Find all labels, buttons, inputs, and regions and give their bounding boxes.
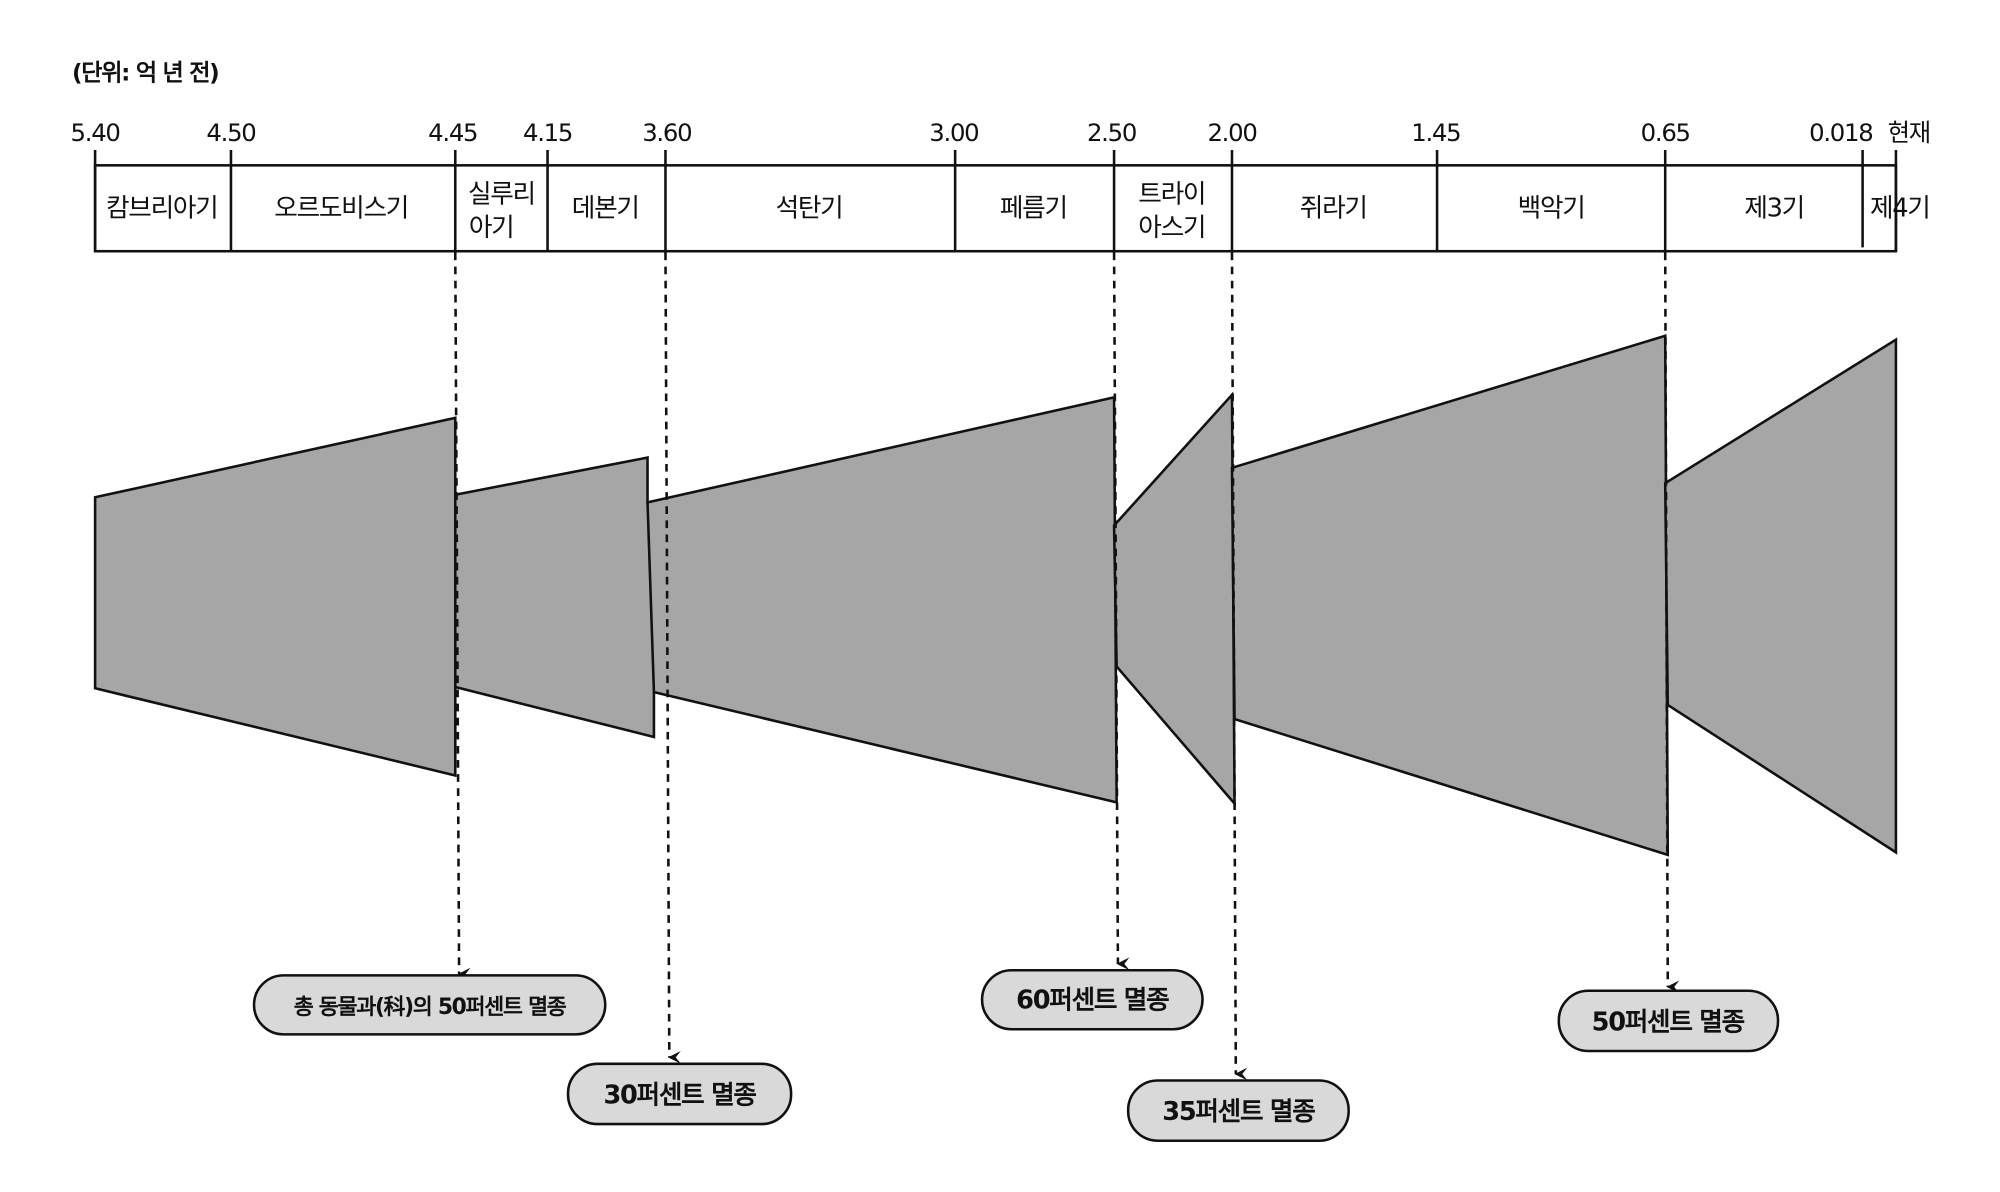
period-devonian: 데본기 [572, 194, 639, 224]
tick-label: 3.00 [929, 118, 978, 147]
period-quaternary: 제4기 [1870, 194, 1930, 224]
extinction-arrow [1112, 252, 1130, 971]
extinction-label: 60퍼센트 멸종 [1016, 986, 1169, 1016]
tick-label: 4.15 [523, 118, 572, 147]
tick-label: 1.45 [1411, 118, 1460, 147]
period-cambrian: 캄브리아기 [106, 194, 217, 224]
extinction-label-pill [980, 968, 1204, 1031]
extinction-label-pill [566, 1062, 793, 1126]
diversity-segment [453, 456, 656, 739]
period-silurian: 실루리 [468, 180, 535, 210]
period-silurian: 아기 [469, 213, 514, 243]
period-cretaceous: 백악기 [1518, 194, 1585, 224]
extinction-arrow [664, 252, 681, 1064]
diversity-segment [93, 416, 457, 778]
extinction-label-pill [252, 974, 607, 1036]
tick-label: 5.40 [71, 118, 120, 147]
diversity-shape [93, 334, 1898, 857]
extinction-label: 총 동물과(科)의 50퍼센트 멸종 [294, 995, 567, 1020]
diversity-segment [1112, 391, 1236, 808]
period-ordovician: 오르도비스기 [274, 194, 408, 224]
tick-label: 4.50 [206, 118, 255, 147]
period-carboniferous: 석탄기 [776, 194, 843, 224]
period-jurassic: 쥐라기 [1300, 194, 1367, 224]
extinction-arrow [1663, 252, 1680, 994]
extinction-arrow [1230, 252, 1248, 1081]
tick-label: 2.00 [1207, 118, 1256, 147]
extinction-label-pill [1557, 989, 1780, 1053]
period-triassic: 아스기 [1138, 213, 1205, 243]
diversity-segment [646, 395, 1118, 804]
tick-label: 현재 [1888, 118, 1930, 147]
diversity-segment [1230, 334, 1670, 857]
extinction-label: 30퍼센트 멸종 [603, 1081, 756, 1111]
diversity-segment [1663, 337, 1898, 855]
tick-label: 0.65 [1641, 118, 1690, 147]
tick-label: 3.60 [642, 118, 691, 147]
period-permian: 페름기 [1000, 194, 1067, 224]
tick-label: 4.45 [428, 118, 477, 147]
period-tertiary: 제3기 [1744, 194, 1804, 224]
extinction-arrow [453, 252, 471, 981]
extinction-label: 50퍼센트 멸종 [1592, 1008, 1745, 1038]
extinction-label: 35퍼센트 멸종 [1162, 1097, 1315, 1127]
unit-label: (단위: 억 년 전) [72, 61, 218, 87]
tick-label: 2.50 [1087, 118, 1136, 147]
period-triassic: 트라이 [1138, 180, 1205, 210]
time-axis: 5.40 4.50 4.45 4.15 3.60 3.00 2.50 2.00 … [71, 118, 1931, 253]
extinction-label-pill [1126, 1079, 1350, 1143]
tick-label: 0.018 [1809, 118, 1872, 147]
